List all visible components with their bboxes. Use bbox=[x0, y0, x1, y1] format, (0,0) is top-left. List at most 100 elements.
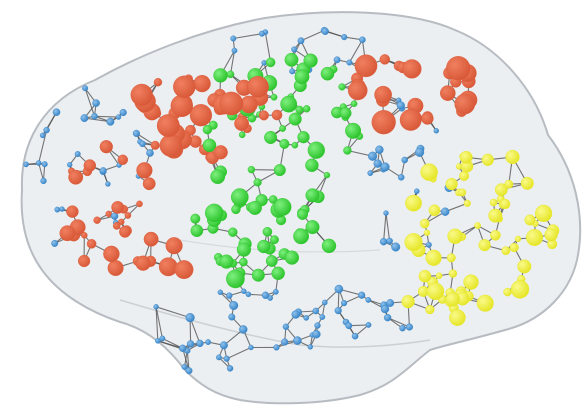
yellow-module-node bbox=[426, 282, 445, 300]
yellow-module-node bbox=[425, 249, 442, 266]
blue-module-node bbox=[40, 177, 47, 185]
red-module-node bbox=[379, 54, 390, 65]
green-module-node bbox=[345, 122, 362, 139]
blue-module-node bbox=[159, 335, 166, 342]
yellow-module-node bbox=[509, 242, 519, 253]
red-module-node bbox=[371, 110, 396, 135]
red-module-node bbox=[374, 85, 392, 104]
green-module-node bbox=[228, 227, 238, 237]
green-module-node bbox=[270, 93, 278, 101]
red-module-node bbox=[119, 225, 131, 238]
blue-module-node bbox=[115, 114, 122, 120]
green-module-node bbox=[239, 257, 248, 267]
green-module-node bbox=[305, 158, 319, 173]
green-module-node bbox=[190, 213, 201, 224]
yellow-module-node bbox=[481, 153, 494, 166]
yellow-module-node bbox=[505, 149, 520, 165]
green-module-node bbox=[323, 171, 331, 179]
red-module-node bbox=[66, 205, 79, 218]
green-module-node bbox=[338, 83, 346, 91]
blue-module-node bbox=[82, 85, 89, 92]
yellow-module-node bbox=[404, 233, 423, 252]
blue-module-node bbox=[289, 68, 296, 75]
blue-module-node bbox=[379, 237, 388, 246]
red-module-node bbox=[399, 109, 422, 131]
blue-module-node bbox=[245, 291, 252, 298]
network-edge bbox=[94, 115, 119, 118]
yellow-module-node bbox=[474, 222, 481, 230]
green-module-node bbox=[320, 66, 335, 81]
blue-module-node bbox=[312, 307, 320, 315]
blue-module-node bbox=[341, 33, 348, 41]
yellow-module-node bbox=[501, 246, 511, 256]
green-module-node bbox=[303, 53, 318, 68]
green-module-node bbox=[305, 188, 320, 203]
blue-module-node bbox=[273, 344, 280, 351]
blue-module-node bbox=[367, 170, 374, 177]
green-module-node bbox=[247, 165, 256, 174]
blue-module-node bbox=[241, 288, 247, 294]
red-module-node bbox=[142, 177, 156, 191]
red-module-node bbox=[354, 54, 378, 78]
green-module-node bbox=[273, 164, 286, 177]
green-module-node bbox=[305, 220, 320, 235]
blue-module-node bbox=[399, 325, 406, 332]
green-module-node bbox=[339, 107, 352, 120]
red-module-node bbox=[213, 145, 228, 160]
blue-module-node bbox=[231, 47, 238, 54]
blue-module-node bbox=[281, 338, 289, 346]
red-module-node bbox=[159, 134, 183, 157]
network-edge bbox=[229, 50, 236, 75]
blue-module-node bbox=[41, 161, 48, 168]
blue-module-node bbox=[39, 132, 46, 139]
green-module-node bbox=[247, 200, 262, 215]
blue-module-node bbox=[291, 46, 298, 53]
blue-module-node bbox=[345, 322, 353, 330]
red-module-node bbox=[83, 159, 97, 172]
blue-module-node bbox=[383, 313, 392, 322]
green-module-node bbox=[270, 235, 279, 245]
yellow-module-node bbox=[489, 198, 498, 207]
blue-module-node bbox=[54, 206, 61, 213]
blue-module-node bbox=[186, 340, 195, 348]
red-module-node bbox=[439, 85, 456, 101]
blue-module-node bbox=[99, 167, 107, 175]
blue-module-node bbox=[333, 56, 341, 64]
green-module-node bbox=[288, 112, 302, 126]
blue-module-node bbox=[383, 210, 389, 216]
network-edge bbox=[84, 117, 111, 123]
green-module-node bbox=[204, 203, 224, 223]
red-module-node bbox=[143, 231, 159, 247]
blue-module-node bbox=[153, 304, 159, 310]
yellow-module-node bbox=[526, 228, 544, 246]
blue-module-node bbox=[380, 304, 390, 314]
network-edge bbox=[233, 33, 262, 40]
blue-module-node bbox=[391, 242, 401, 252]
yellow-module-node bbox=[447, 228, 463, 245]
green-module-node bbox=[284, 52, 299, 67]
network-edge bbox=[155, 306, 163, 339]
red-module-node bbox=[68, 169, 84, 185]
network-edge bbox=[84, 88, 96, 117]
blue-module-node bbox=[92, 99, 100, 107]
green-module-node bbox=[307, 141, 325, 159]
red-module-node bbox=[165, 237, 183, 255]
yellow-module-node bbox=[476, 294, 494, 312]
yellow-module-node bbox=[520, 176, 534, 190]
blue-module-node bbox=[43, 126, 50, 134]
green-module-node bbox=[238, 131, 246, 139]
blue-module-node bbox=[314, 322, 321, 329]
red-module-node bbox=[103, 245, 120, 263]
blue-module-node bbox=[239, 325, 248, 334]
blue-module-node bbox=[303, 315, 310, 321]
blue-module-node bbox=[297, 37, 305, 45]
red-module-node bbox=[130, 83, 153, 106]
blue-module-node bbox=[223, 355, 230, 362]
yellow-module-node bbox=[445, 292, 460, 307]
green-module-node bbox=[265, 57, 276, 68]
blue-module-node bbox=[105, 181, 111, 187]
red-module-node bbox=[158, 257, 178, 277]
network-edge bbox=[300, 29, 325, 42]
red-module-node bbox=[77, 254, 91, 268]
yellow-module-node bbox=[534, 204, 553, 222]
